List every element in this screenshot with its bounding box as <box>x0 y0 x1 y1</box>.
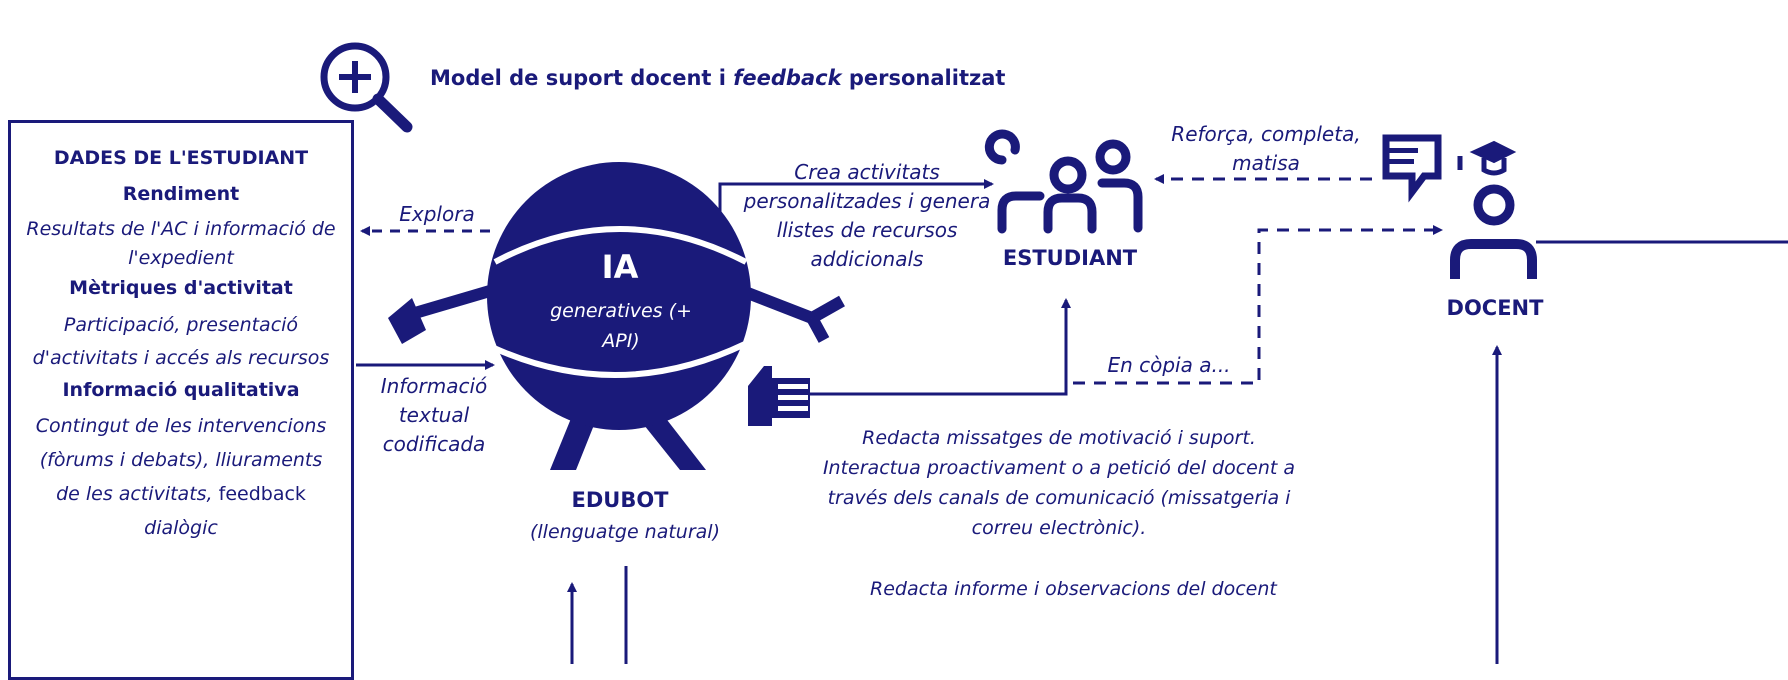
title-part1: Model de suport docent i <box>430 66 734 90</box>
edubot-subtitle: generatives (+ API) <box>550 300 692 352</box>
section-text-rendiment: Resultats de l'AC i informació de l'expe… <box>26 218 336 269</box>
student-data-title: DADES DE L'ESTUDIANT <box>53 147 309 169</box>
title-emphasis: feedback <box>733 66 842 90</box>
docent-label: DOCENT <box>1446 296 1544 320</box>
section-text-metriques: Participació, presentació d'activitats i… <box>32 314 330 369</box>
section-heading-rendiment: Rendiment <box>122 183 240 205</box>
title-part2: personalitzat <box>841 66 1006 90</box>
label-explora: Explora <box>399 202 475 226</box>
edubot-caption: (llenguatge natural) <box>529 521 720 543</box>
label-copia: En còpia a... <box>1107 353 1231 377</box>
page-title: Model de suport docent i feedback person… <box>430 66 1005 90</box>
qualitativa-text: Contingut de les intervencions (fòrums i… <box>35 415 327 505</box>
teacher-icon <box>1450 140 1537 279</box>
label-crea: Crea activitats personalitzades i genera… <box>743 160 991 271</box>
section-heading-qualitativa: Informació qualitativa <box>62 379 300 401</box>
label-redacta-informe: Redacta informe i observacions del docen… <box>870 578 1277 600</box>
arrow-message-to-student <box>806 298 1071 396</box>
arrow-crea <box>718 179 994 214</box>
zoom-in-icon <box>320 42 413 133</box>
message-doc-icon <box>748 366 810 426</box>
label-redacta: Redacta missatges de motivació i suport.… <box>822 427 1296 539</box>
section-heading-metriques: Mètriques d'activitat <box>69 277 293 299</box>
students-group-icon <box>984 129 1143 234</box>
estudiant-label: ESTUDIANT <box>1002 246 1138 270</box>
edubot-ia-label: IA <box>601 248 639 286</box>
arrow-copia <box>1073 225 1443 385</box>
qualitativa-end: dialògic <box>144 517 218 539</box>
connector-layer <box>320 42 1788 664</box>
qualitativa-feedback: feedback <box>212 483 306 505</box>
label-reforca: Reforça, completa, matisa <box>1171 122 1361 175</box>
edubot-robot <box>388 162 845 470</box>
label-informacio: Informació textual codificada <box>380 374 488 456</box>
edubot-name: EDUBOT <box>571 488 669 512</box>
section-text-qualitativa: Contingut de les intervencions (fòrums i… <box>25 409 337 545</box>
student-data-box: DADES DE L'ESTUDIANT Rendiment Resultats… <box>8 120 354 680</box>
message-icon <box>1382 134 1442 203</box>
